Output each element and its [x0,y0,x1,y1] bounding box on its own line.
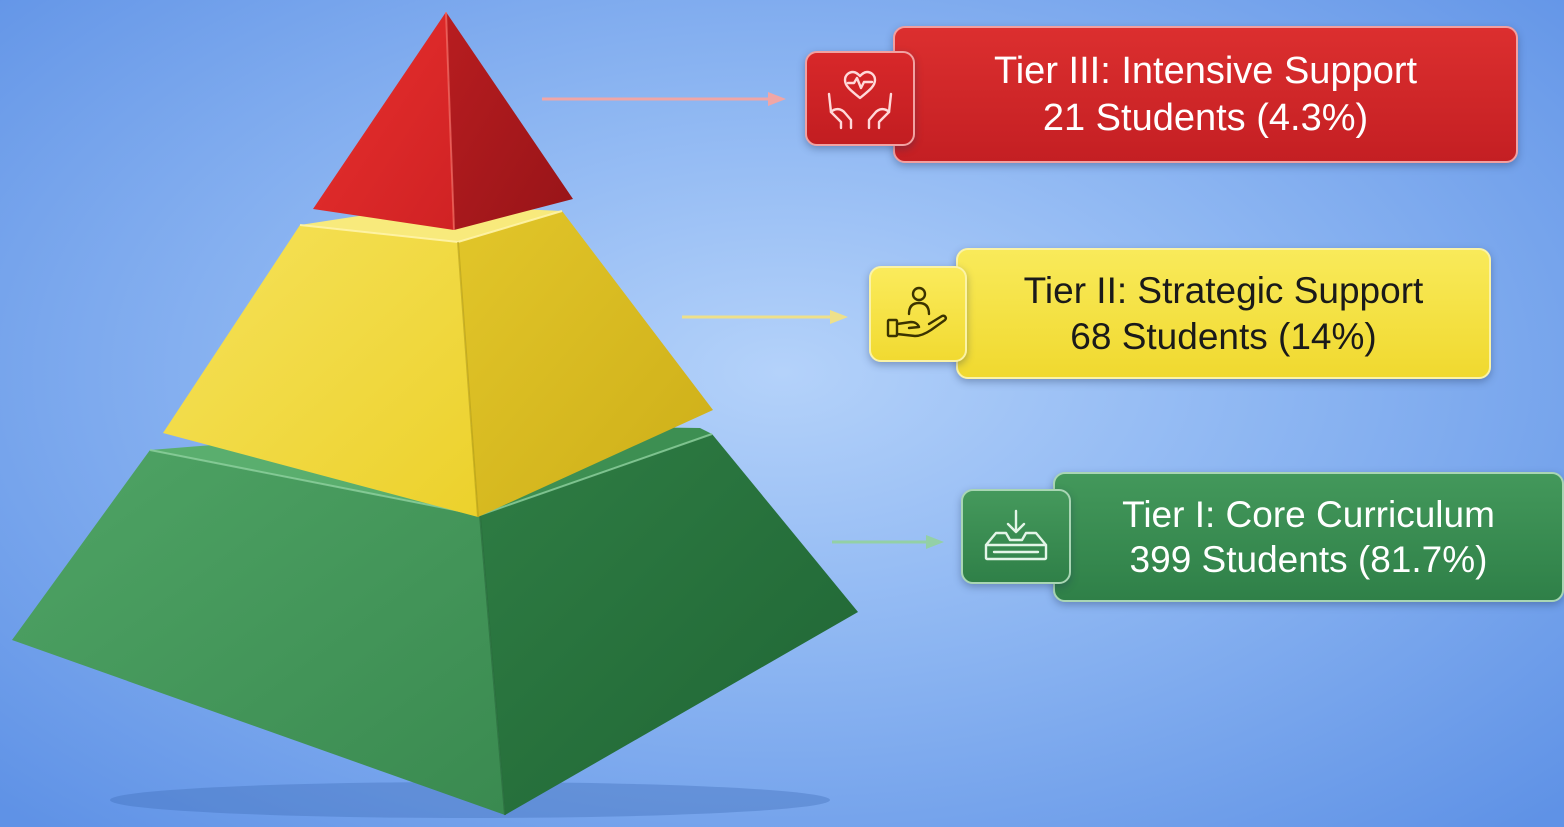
tier-1-label: Tier I: Core Curriculum 399 Students (81… [1053,472,1564,602]
tier-2-arrow [682,310,848,324]
tier-3-title: Tier III: Intensive Support [993,50,1418,93]
tier-1-title: Tier I: Core Curriculum [1122,493,1495,535]
person-hand-icon [886,286,947,338]
tier-3-detail: 21 Students (4.3%) [1042,96,1369,139]
tier-2-detail: 68 Students (14%) [1070,315,1377,357]
tier-3-label: Tier III: Intensive Support 21 Students … [893,26,1518,163]
pyramid-tier-3 [313,11,573,231]
tier-1-detail: 399 Students (81.7%) [1129,539,1488,580]
tier-1-icon-box [961,489,1071,584]
tier-3-arrow [542,92,786,106]
tier-2-icon-box [869,266,967,362]
tier-2-label: Tier II: Strategic Support 68 Students (… [956,248,1491,379]
heart-hands-icon [827,70,893,129]
tier-2-title: Tier II: Strategic Support [1023,270,1424,312]
tray-download-icon [984,509,1048,560]
pyramid-tier-2 [163,205,713,518]
tier-3-icon-box [805,51,915,146]
tier-1-arrow [832,535,944,549]
